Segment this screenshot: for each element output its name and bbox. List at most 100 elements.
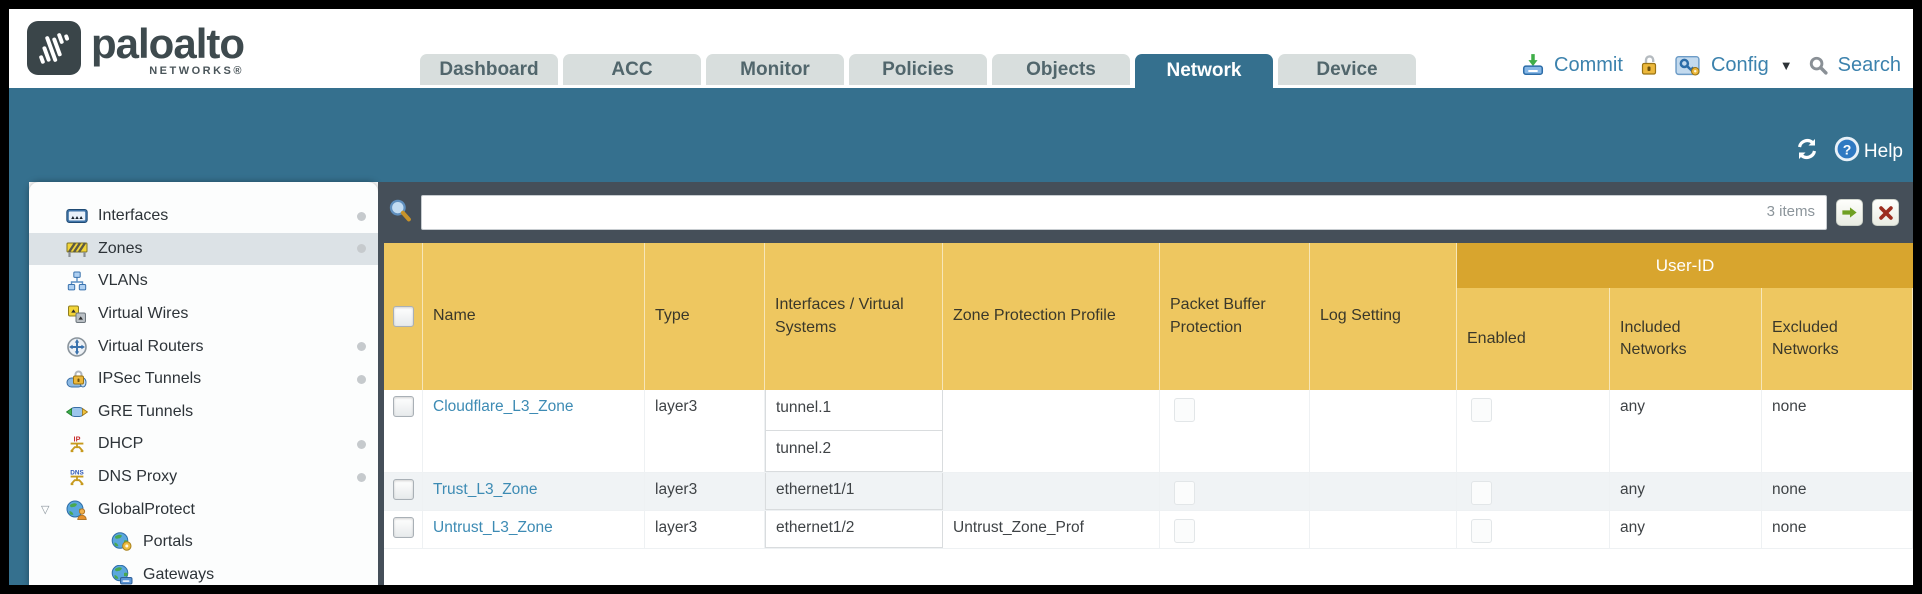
row-checkbox[interactable] bbox=[392, 396, 414, 417]
sidebar-item-vlans[interactable]: VLANs bbox=[29, 265, 378, 298]
included-networks-cell: any bbox=[1610, 390, 1762, 472]
sidebar-item-gateways[interactable]: Gateways bbox=[29, 559, 378, 585]
dns-proxy-icon: DNS bbox=[65, 466, 89, 488]
vlans-icon bbox=[65, 270, 89, 292]
zone-name-link[interactable]: Cloudflare_L3_Zone bbox=[433, 398, 574, 415]
zone-name-cell: Untrust_L3_Zone bbox=[423, 511, 645, 548]
help-icon[interactable]: ? bbox=[1834, 136, 1860, 168]
zone-name-link[interactable]: Trust_L3_Zone bbox=[433, 481, 538, 498]
packet-buffer-protection-cell bbox=[1160, 511, 1310, 548]
tab-objects[interactable]: Objects bbox=[992, 54, 1130, 85]
tab-dashboard[interactable]: Dashboard bbox=[420, 54, 558, 85]
column-header-packet-buffer-protection[interactable]: Packet Buffer Protection bbox=[1160, 243, 1310, 390]
sidebar-item-virtual-routers[interactable]: Virtual Routers bbox=[29, 330, 378, 363]
column-header-enabled[interactable]: Enabled bbox=[1457, 288, 1610, 390]
tab-policies[interactable]: Policies bbox=[849, 54, 987, 85]
tab-device[interactable]: Device bbox=[1278, 54, 1416, 85]
column-header-included-networks[interactable]: Included Networks bbox=[1610, 288, 1762, 390]
teal-band: ? Help bbox=[9, 88, 1913, 182]
sidebar-item-label: Virtual Routers bbox=[98, 337, 204, 355]
utility-links: Commit Config ▼ bbox=[1521, 53, 1901, 77]
lock-icon[interactable] bbox=[1638, 53, 1660, 77]
sidebar-item-virtual-wires[interactable]: Virtual Wires bbox=[29, 298, 378, 331]
help-link[interactable]: Help bbox=[1863, 141, 1903, 162]
status-dot bbox=[357, 472, 366, 482]
row-checkbox[interactable] bbox=[392, 517, 414, 538]
column-header-type[interactable]: Type bbox=[645, 243, 765, 390]
table-header: Name Type Interfaces / Virtual Systems Z… bbox=[384, 243, 1913, 390]
red-x-icon bbox=[1878, 205, 1893, 220]
zone-name-link[interactable]: Untrust_L3_Zone bbox=[433, 519, 553, 536]
portals-icon bbox=[110, 531, 134, 553]
svg-text:?: ? bbox=[1843, 141, 1852, 157]
sidebar-item-label: Portals bbox=[143, 533, 193, 551]
collapse-arrow-icon[interactable]: ▽ bbox=[41, 504, 50, 517]
clear-filter-button[interactable] bbox=[1872, 199, 1899, 226]
virtual-wires-icon bbox=[65, 303, 89, 325]
sidebar-item-label: Zones bbox=[98, 239, 143, 257]
config-link[interactable]: Config bbox=[1710, 53, 1769, 76]
tab-acc[interactable]: ACC bbox=[563, 54, 701, 85]
interface-entry: ethernet1/1 bbox=[766, 473, 942, 510]
row-select-cell bbox=[384, 473, 423, 510]
sidebar-item-label: Virtual Wires bbox=[98, 305, 189, 323]
included-networks-cell: any bbox=[1610, 511, 1762, 548]
sidebar-item-ipsec-tunnels[interactable]: IPSec Tunnels bbox=[29, 363, 378, 396]
zone-name-cell: Cloudflare_L3_Zone bbox=[423, 390, 645, 472]
packet-buffer-checkbox[interactable] bbox=[1174, 398, 1195, 422]
excluded-networks-cell: none bbox=[1762, 390, 1913, 472]
apply-filter-button[interactable] bbox=[1836, 199, 1863, 226]
excluded-networks-cell: none bbox=[1762, 511, 1913, 548]
tab-monitor[interactable]: Monitor bbox=[706, 54, 844, 85]
sidebar-item-label: IPSec Tunnels bbox=[98, 370, 202, 388]
log-setting-cell bbox=[1310, 390, 1457, 472]
refresh-icon[interactable] bbox=[1794, 137, 1820, 167]
content-pane: 3 items Name Type Interfaces / Virtu bbox=[378, 182, 1913, 585]
left-gutter bbox=[9, 182, 29, 585]
tab-network[interactable]: Network bbox=[1135, 54, 1273, 88]
brand-name: paloalto bbox=[91, 20, 245, 67]
packet-buffer-checkbox[interactable] bbox=[1174, 519, 1195, 543]
user-id-enabled-cell bbox=[1457, 511, 1610, 548]
search-link[interactable]: Search bbox=[1837, 53, 1901, 76]
sidebar-item-interfaces[interactable]: Interfaces bbox=[29, 200, 378, 233]
column-header-log-setting[interactable]: Log Setting bbox=[1310, 243, 1457, 390]
commit-link[interactable]: Commit bbox=[1554, 53, 1623, 76]
zones-icon bbox=[65, 238, 89, 260]
packet-buffer-checkbox[interactable] bbox=[1174, 481, 1195, 505]
column-header-zone-protection-profile[interactable]: Zone Protection Profile bbox=[943, 243, 1160, 390]
sidebar-item-globalprotect[interactable]: ▽GlobalProtect bbox=[29, 493, 378, 526]
sidebar-item-portals[interactable]: Portals bbox=[29, 526, 378, 559]
dhcp-icon: IP bbox=[65, 433, 89, 455]
status-dot bbox=[357, 374, 366, 384]
row-checkbox[interactable] bbox=[392, 479, 414, 500]
column-header-interfaces[interactable]: Interfaces / Virtual Systems bbox=[765, 243, 943, 390]
column-header-excluded-networks[interactable]: Excluded Networks bbox=[1762, 288, 1913, 390]
interface-entry: tunnel.1 bbox=[766, 390, 942, 431]
select-all-checkbox[interactable] bbox=[392, 306, 414, 327]
chevron-down-icon[interactable]: ▼ bbox=[1779, 57, 1793, 73]
sidebar-item-gre-tunnels[interactable]: GRE Tunnels bbox=[29, 396, 378, 429]
column-header-name[interactable]: Name bbox=[423, 243, 645, 390]
user-id-enabled-checkbox[interactable] bbox=[1471, 398, 1492, 422]
green-arrow-icon bbox=[1842, 207, 1857, 218]
sidebar-item-label: Interfaces bbox=[98, 207, 169, 225]
filter-search-icon bbox=[387, 198, 412, 228]
filter-input[interactable] bbox=[421, 195, 1827, 230]
user-id-enabled-checkbox[interactable] bbox=[1471, 519, 1492, 543]
user-id-enabled-checkbox[interactable] bbox=[1471, 481, 1492, 505]
zone-protection-profile-cell: Untrust_Zone_Prof bbox=[943, 511, 1160, 548]
sidebar-item-zones[interactable]: Zones bbox=[29, 232, 378, 266]
status-dot bbox=[357, 211, 366, 221]
paloalto-logo-icon bbox=[27, 21, 81, 75]
